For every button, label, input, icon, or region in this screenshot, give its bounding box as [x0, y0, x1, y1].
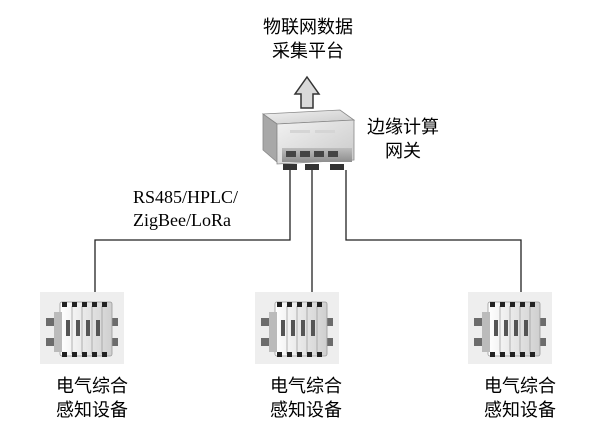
device-label-3: 电气综合 感知设备 [465, 375, 575, 423]
platform-label: 物联网数据 采集平台 [248, 16, 368, 64]
connection-lines [94, 170, 522, 292]
platform-label-line1: 物联网数据 [263, 17, 353, 38]
device-label-1-line1: 电气综合 [56, 376, 128, 397]
gateway-label-line1: 边缘计算 [367, 117, 439, 138]
platform-label-line2: 采集平台 [272, 41, 344, 62]
sensing-device-1 [40, 292, 124, 364]
edge-gateway-device [261, 109, 356, 170]
protocol-label-line2: ZigBee/LoRa [133, 210, 231, 230]
sensing-device-3 [468, 292, 552, 364]
protocol-label-line1: RS485/HPLC/ [133, 187, 239, 207]
link-device-3 [345, 170, 522, 292]
sensing-device-2 [255, 292, 339, 364]
device-label-2: 电气综合 感知设备 [251, 375, 361, 423]
link-device-1 [94, 170, 291, 292]
protocol-label: RS485/HPLC/ ZigBee/LoRa [133, 186, 273, 232]
gateway-label: 边缘计算 网关 [367, 116, 477, 164]
device-label-2-line1: 电气综合 [270, 376, 342, 397]
device-label-2-line2: 感知设备 [270, 400, 342, 421]
device-label-3-line1: 电气综合 [484, 376, 556, 397]
upload-arrow [293, 75, 321, 109]
device-label-1-line2: 感知设备 [56, 400, 128, 421]
device-label-1: 电气综合 感知设备 [37, 375, 147, 423]
device-label-3-line2: 感知设备 [484, 400, 556, 421]
gateway-label-line2: 网关 [385, 141, 421, 162]
